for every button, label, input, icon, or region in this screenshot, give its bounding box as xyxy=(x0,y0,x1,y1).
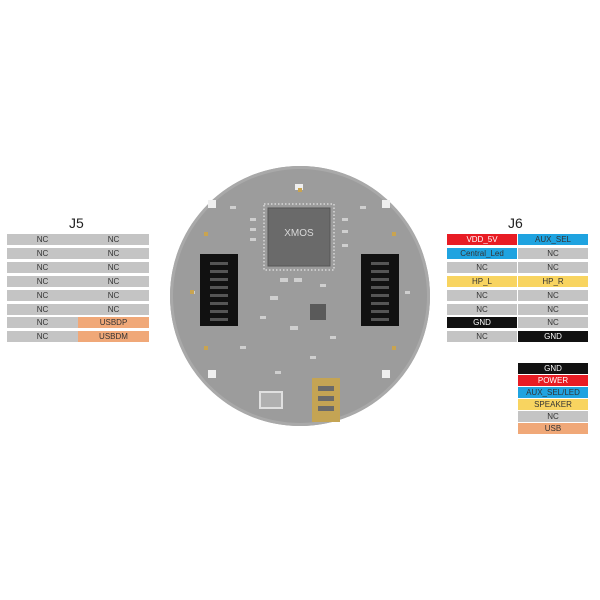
j6-pin-right-4: NC xyxy=(518,289,588,301)
j5-pin-left-4: NC xyxy=(7,289,78,301)
j5-connector-pins xyxy=(210,262,228,321)
j6-pin-left-7: NC xyxy=(447,331,517,343)
j6-pin-left-2: NC xyxy=(447,261,517,273)
j5-pin-right-0: NC xyxy=(78,234,149,245)
j6-connector-pins xyxy=(371,262,389,321)
j5-pin-right-6: USBDP xyxy=(78,317,149,329)
xmos-chip xyxy=(267,207,331,267)
j6-pin-left-1: Central_Led xyxy=(447,247,517,259)
j6-pin-right-2: NC xyxy=(518,261,588,273)
legend-item-4: NC xyxy=(518,411,588,422)
j5-pin-left-2: NC xyxy=(7,261,78,273)
audio-jack-pins xyxy=(318,386,334,411)
legend-item-2: AUX_SEL/LED xyxy=(518,387,588,398)
j5-pin-left-0: NC xyxy=(7,234,78,245)
pcb-details: XMOS xyxy=(190,184,410,422)
j5-pin-right-7: USBDM xyxy=(78,331,149,343)
j6-pin-right-6: NC xyxy=(518,317,588,329)
legend-item-3: SPEAKER xyxy=(518,399,588,410)
j6-pin-right-0: AUX_SEL xyxy=(518,234,588,245)
legend-item-0: GND xyxy=(518,363,588,374)
j5-pin-right-3: NC xyxy=(78,275,149,287)
j6-title: J6 xyxy=(508,215,523,231)
legend-item-1: POWER xyxy=(518,375,588,386)
xmos-chip-pads xyxy=(263,203,335,271)
legend-item-5: USB xyxy=(518,423,588,434)
j5-pin-left-5: NC xyxy=(7,303,78,315)
j5-pin-left-6: NC xyxy=(7,317,78,329)
small-ic xyxy=(310,304,326,320)
j6-pin-right-1: NC xyxy=(518,247,588,259)
leds xyxy=(190,188,396,350)
microphones xyxy=(208,184,390,378)
j5-pin-right-4: NC xyxy=(78,289,149,301)
j5-connector xyxy=(200,254,238,326)
j5-title: J5 xyxy=(69,215,84,231)
j5-pin-right-1: NC xyxy=(78,247,149,259)
j5-pin-right-2: NC xyxy=(78,261,149,273)
j6-pin-right-3: HP_R xyxy=(518,275,588,287)
j5-pin-left-1: NC xyxy=(7,247,78,259)
j6-pin-left-3: HP_L xyxy=(447,275,517,287)
j6-connector xyxy=(361,254,399,326)
j6-pin-left-4: NC xyxy=(447,289,517,301)
xmos-chip-label: XMOS xyxy=(284,228,314,239)
j5-pin-right-5: NC xyxy=(78,303,149,315)
j6-pin-left-5: NC xyxy=(447,303,517,315)
j5-pin-left-7: NC xyxy=(7,331,78,343)
j5-pin-left-3: NC xyxy=(7,275,78,287)
j6-pin-left-0: VDD_5V xyxy=(447,234,517,245)
usb-connector xyxy=(259,391,283,409)
j6-pin-right-7: GND xyxy=(518,331,588,343)
j6-pin-left-6: GND xyxy=(447,317,517,329)
smd-components xyxy=(190,206,410,374)
j6-pin-right-5: NC xyxy=(518,303,588,315)
